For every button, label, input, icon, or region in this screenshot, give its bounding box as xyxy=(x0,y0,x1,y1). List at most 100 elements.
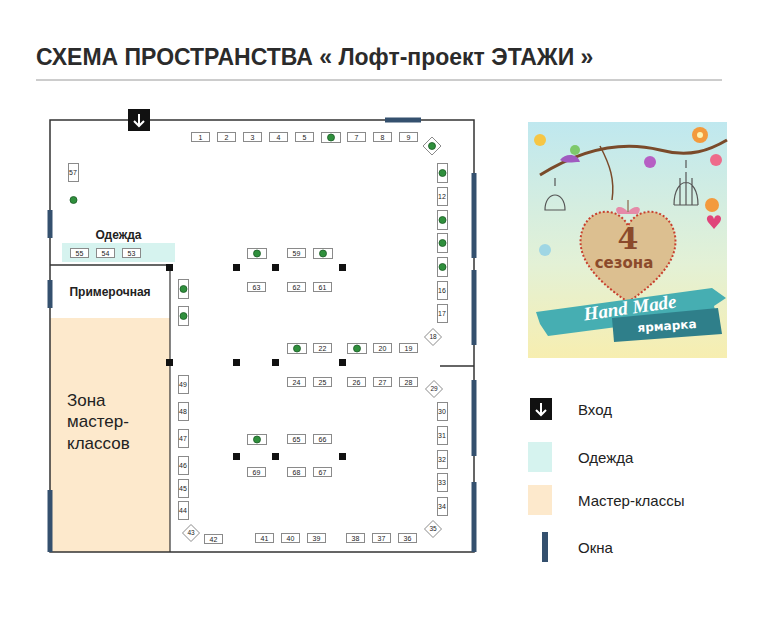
booth-box: 48 xyxy=(178,402,189,421)
legend-text: Вход xyxy=(578,401,612,418)
booth-box: 27 xyxy=(373,377,392,387)
booth-box: 34 xyxy=(437,497,448,516)
wall xyxy=(50,264,170,266)
booth-number: 47 xyxy=(179,435,187,442)
windows xyxy=(50,120,474,552)
booth-box: 24 xyxy=(287,377,306,387)
legend-swatch xyxy=(528,485,552,515)
booth-number: 4 xyxy=(277,134,281,141)
booth-number: 36 xyxy=(404,535,412,542)
booth-box: 4 xyxy=(269,132,288,142)
booth-box: 66 xyxy=(313,434,332,444)
booth-number: 38 xyxy=(352,535,360,542)
booth-box: 2 xyxy=(217,132,236,142)
booth-number: 17 xyxy=(438,310,446,317)
booth-number: 55 xyxy=(76,250,84,257)
booth-number: 39 xyxy=(313,535,321,542)
booth-number: 29 xyxy=(430,386,437,393)
booth-number: 62 xyxy=(293,284,301,291)
booth-number: 18 xyxy=(429,334,436,341)
booth-box: 62 xyxy=(287,282,306,292)
area-name: Зона мастер- классов xyxy=(67,390,153,454)
booth-box: 67 xyxy=(313,467,332,477)
booth-box: 3 xyxy=(243,132,262,142)
booth-box: 39 xyxy=(307,533,326,543)
booth-box: 26 xyxy=(347,377,366,387)
clothing-band: Одежда 55 54 53 xyxy=(62,224,175,262)
booth-number: 26 xyxy=(353,379,361,386)
poster-season: сезона xyxy=(595,254,654,272)
wall xyxy=(169,265,170,552)
booth-number: 30 xyxy=(438,408,446,415)
booth-box: 19 xyxy=(399,343,418,353)
booth-number: 1 xyxy=(199,134,203,141)
booth-number: 65 xyxy=(293,436,301,443)
booth-number: 12 xyxy=(438,193,446,200)
wall xyxy=(440,365,474,367)
booth-diamond: 29 xyxy=(425,380,443,398)
legend-text: Мастер-классы xyxy=(578,492,685,509)
booth-box: 28 xyxy=(399,377,418,387)
booth-box: 8 xyxy=(373,132,392,142)
booth-number: 9 xyxy=(407,134,411,141)
booth-number: 66 xyxy=(319,436,327,443)
booth-number: 25 xyxy=(319,379,327,386)
booth-box: 1 xyxy=(191,132,210,142)
booth-box: 54 xyxy=(96,248,115,258)
booth-box: 38 xyxy=(346,533,365,543)
booth-number: 53 xyxy=(128,250,136,257)
booth-box: 9 xyxy=(399,132,418,142)
booth-box: 55 xyxy=(70,248,89,258)
booth-box: 63 xyxy=(247,282,266,292)
booth-number: 45 xyxy=(179,485,187,492)
booth-number: 22 xyxy=(319,345,327,352)
booth-number: 46 xyxy=(179,462,187,469)
booth-number: 59 xyxy=(293,250,301,257)
legend-text: Окна xyxy=(578,539,613,556)
booth-box: 69 xyxy=(247,467,266,477)
booth-number: 42 xyxy=(210,536,218,543)
area-name: Одежда xyxy=(96,228,142,242)
booth-number: 2 xyxy=(225,134,229,141)
booth-number: 16 xyxy=(438,287,446,294)
booth-number: 7 xyxy=(355,134,359,141)
booth-box: 20 xyxy=(373,343,392,353)
booth-number: 35 xyxy=(429,526,436,533)
poster-number: 4 xyxy=(618,221,639,256)
booth-box: 16 xyxy=(437,281,448,300)
booth-box: 65 xyxy=(287,434,306,444)
entrance-icon xyxy=(128,109,150,131)
booth-number: 20 xyxy=(379,345,387,352)
occupied-booths xyxy=(70,133,448,445)
title-rule xyxy=(36,80,722,81)
booth-number: 19 xyxy=(405,345,413,352)
booth-number: 44 xyxy=(179,507,187,514)
booth-number: 33 xyxy=(438,479,446,486)
booth-number: 37 xyxy=(378,535,386,542)
booth-number: 69 xyxy=(253,469,261,476)
legend-entrance-icon xyxy=(530,398,552,420)
booth-box: 40 xyxy=(281,533,300,543)
booth-number: 32 xyxy=(438,456,446,463)
booth-box: 22 xyxy=(313,343,332,353)
booth-box: 36 xyxy=(398,533,417,543)
booth-box: 59 xyxy=(287,248,306,258)
area-name: Примерочная xyxy=(69,285,150,299)
booth-box: 33 xyxy=(437,473,448,492)
booth-box: 30 xyxy=(437,402,448,421)
outer-wall xyxy=(50,120,474,552)
booth-number: 61 xyxy=(319,284,327,291)
poster-flowers xyxy=(534,127,722,256)
booth-number: 40 xyxy=(287,535,295,542)
zone-fill xyxy=(50,318,170,552)
booth-number: 48 xyxy=(179,408,187,415)
booth-number: 3 xyxy=(251,134,255,141)
booth-number: 41 xyxy=(261,535,269,542)
booth-box: 32 xyxy=(437,450,448,469)
page-title: СХЕМА ПРОСТРАНСТВА « Лофт-проект ЭТАЖИ » xyxy=(36,44,593,71)
fitting-room: Примерочная xyxy=(50,265,170,318)
legend-swatch xyxy=(528,442,552,472)
booth-box: 46 xyxy=(178,456,189,475)
booth-number: 68 xyxy=(293,469,301,476)
